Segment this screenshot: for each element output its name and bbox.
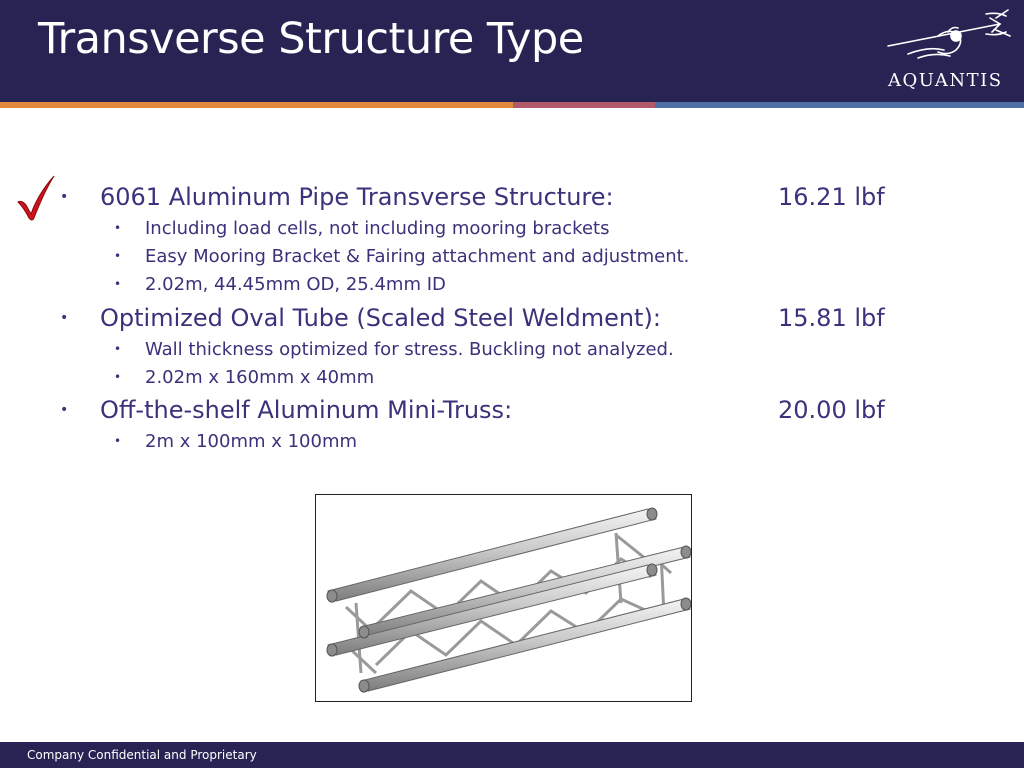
truss-drawing — [326, 507, 691, 693]
footer-confidential-text: Company Confidential and Proprietary — [27, 748, 257, 762]
bullet-icon: • — [60, 189, 69, 205]
option-1-label: 6061 Aluminum Pipe Transverse Structure: — [100, 183, 614, 211]
sub-bullet-icon: • — [114, 249, 122, 263]
option-3-label: Off-the-shelf Aluminum Mini-Truss: — [100, 396, 513, 424]
option-3-weight: 20.00 lbf — [778, 396, 885, 424]
slide-title: Transverse Structure Type — [38, 14, 584, 64]
option-2-label: Optimized Oval Tube (Scaled Steel Weldme… — [100, 304, 661, 332]
bullet-icon: • — [60, 310, 69, 326]
slide-footer: Company Confidential and Proprietary — [0, 742, 1024, 768]
logo-wordmark: AQUANTIS — [888, 70, 1003, 91]
header-stripe-orange — [0, 102, 513, 108]
sub-bullet-icon: • — [114, 342, 122, 356]
bullet-icon: • — [60, 402, 69, 418]
sub-bullet-icon: • — [114, 370, 122, 384]
slide-header — [0, 0, 1024, 102]
header-stripe-blue — [655, 102, 1024, 108]
sub-bullet-icon: • — [114, 277, 122, 291]
sub-bullet-icon: • — [114, 221, 122, 235]
aluminum-box-truss-image — [315, 494, 692, 702]
header-stripe-rose — [513, 102, 655, 108]
trident-mermaid-logo-icon — [887, 9, 1011, 59]
sub-bullet-icon: • — [114, 434, 122, 448]
option-2-weight: 15.81 lbf — [778, 304, 885, 332]
red-checkmark-icon — [17, 175, 55, 221]
option-1-weight: 16.21 lbf — [778, 183, 885, 211]
